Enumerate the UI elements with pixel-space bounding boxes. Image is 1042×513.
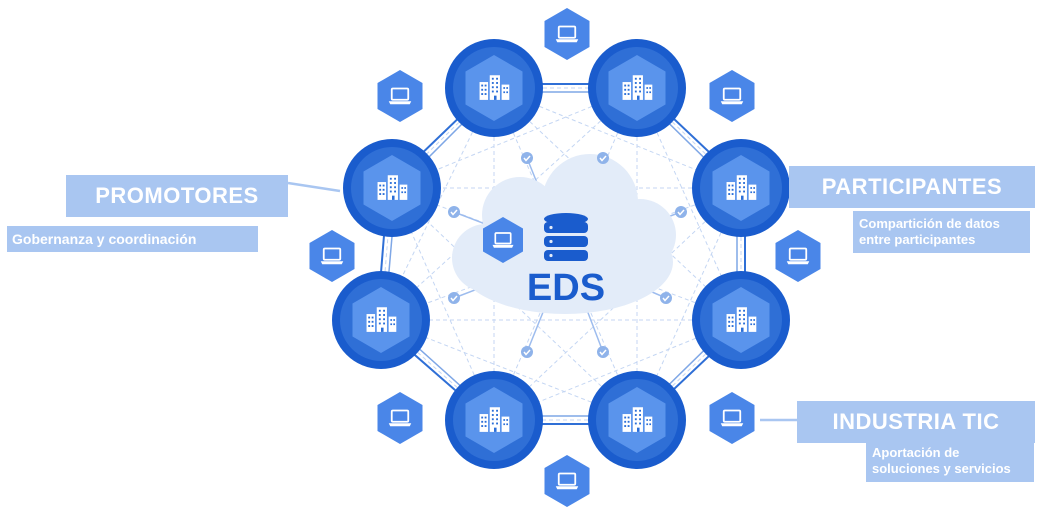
inner-laptop-node	[483, 217, 523, 263]
participantes-title: PARTICIPANTES	[789, 166, 1035, 208]
check-icon	[448, 292, 460, 304]
check-icon	[448, 206, 460, 218]
check-icon	[521, 346, 533, 358]
check-icon	[660, 292, 672, 304]
laptop-node	[709, 392, 755, 444]
check-icon	[597, 346, 609, 358]
industria-tic-subtitle-line2: soluciones y servicios	[872, 461, 1011, 476]
building-node	[588, 39, 686, 137]
building-node	[692, 271, 790, 369]
check-marks	[448, 152, 687, 358]
label-connectors	[287, 181, 797, 422]
laptop-node	[775, 230, 821, 282]
laptop-node	[377, 392, 423, 444]
laptop-node	[377, 70, 423, 122]
participantes-subtitle: Compartición de datos entre participante…	[853, 211, 1030, 253]
database-icon	[544, 213, 588, 261]
participantes-subtitle-line1: Compartición de datos	[859, 216, 1000, 231]
laptop-node	[544, 8, 590, 60]
laptop-node	[709, 70, 755, 122]
check-icon	[597, 152, 609, 164]
center-label: EDS	[527, 267, 605, 309]
laptop-node	[544, 455, 590, 507]
building-node	[692, 139, 790, 237]
laptop-satellites	[309, 8, 821, 507]
check-icon	[521, 152, 533, 164]
promotores-subtitle: Gobernanza y coordinación	[7, 226, 258, 252]
building-node	[343, 139, 441, 237]
building-node	[445, 371, 543, 469]
building-node	[445, 39, 543, 137]
building-node	[332, 271, 430, 369]
promotores-title: PROMOTORES	[66, 175, 288, 217]
industria-tic-subtitle: Aportación de soluciones y servicios	[866, 442, 1034, 482]
building-nodes	[332, 39, 790, 469]
industria-tic-title: INDUSTRIA TIC	[797, 401, 1035, 443]
building-node	[588, 371, 686, 469]
industria-tic-subtitle-line1: Aportación de	[872, 445, 960, 460]
check-icon	[675, 206, 687, 218]
participantes-subtitle-line2: entre participantes	[859, 232, 976, 247]
laptop-node	[309, 230, 355, 282]
